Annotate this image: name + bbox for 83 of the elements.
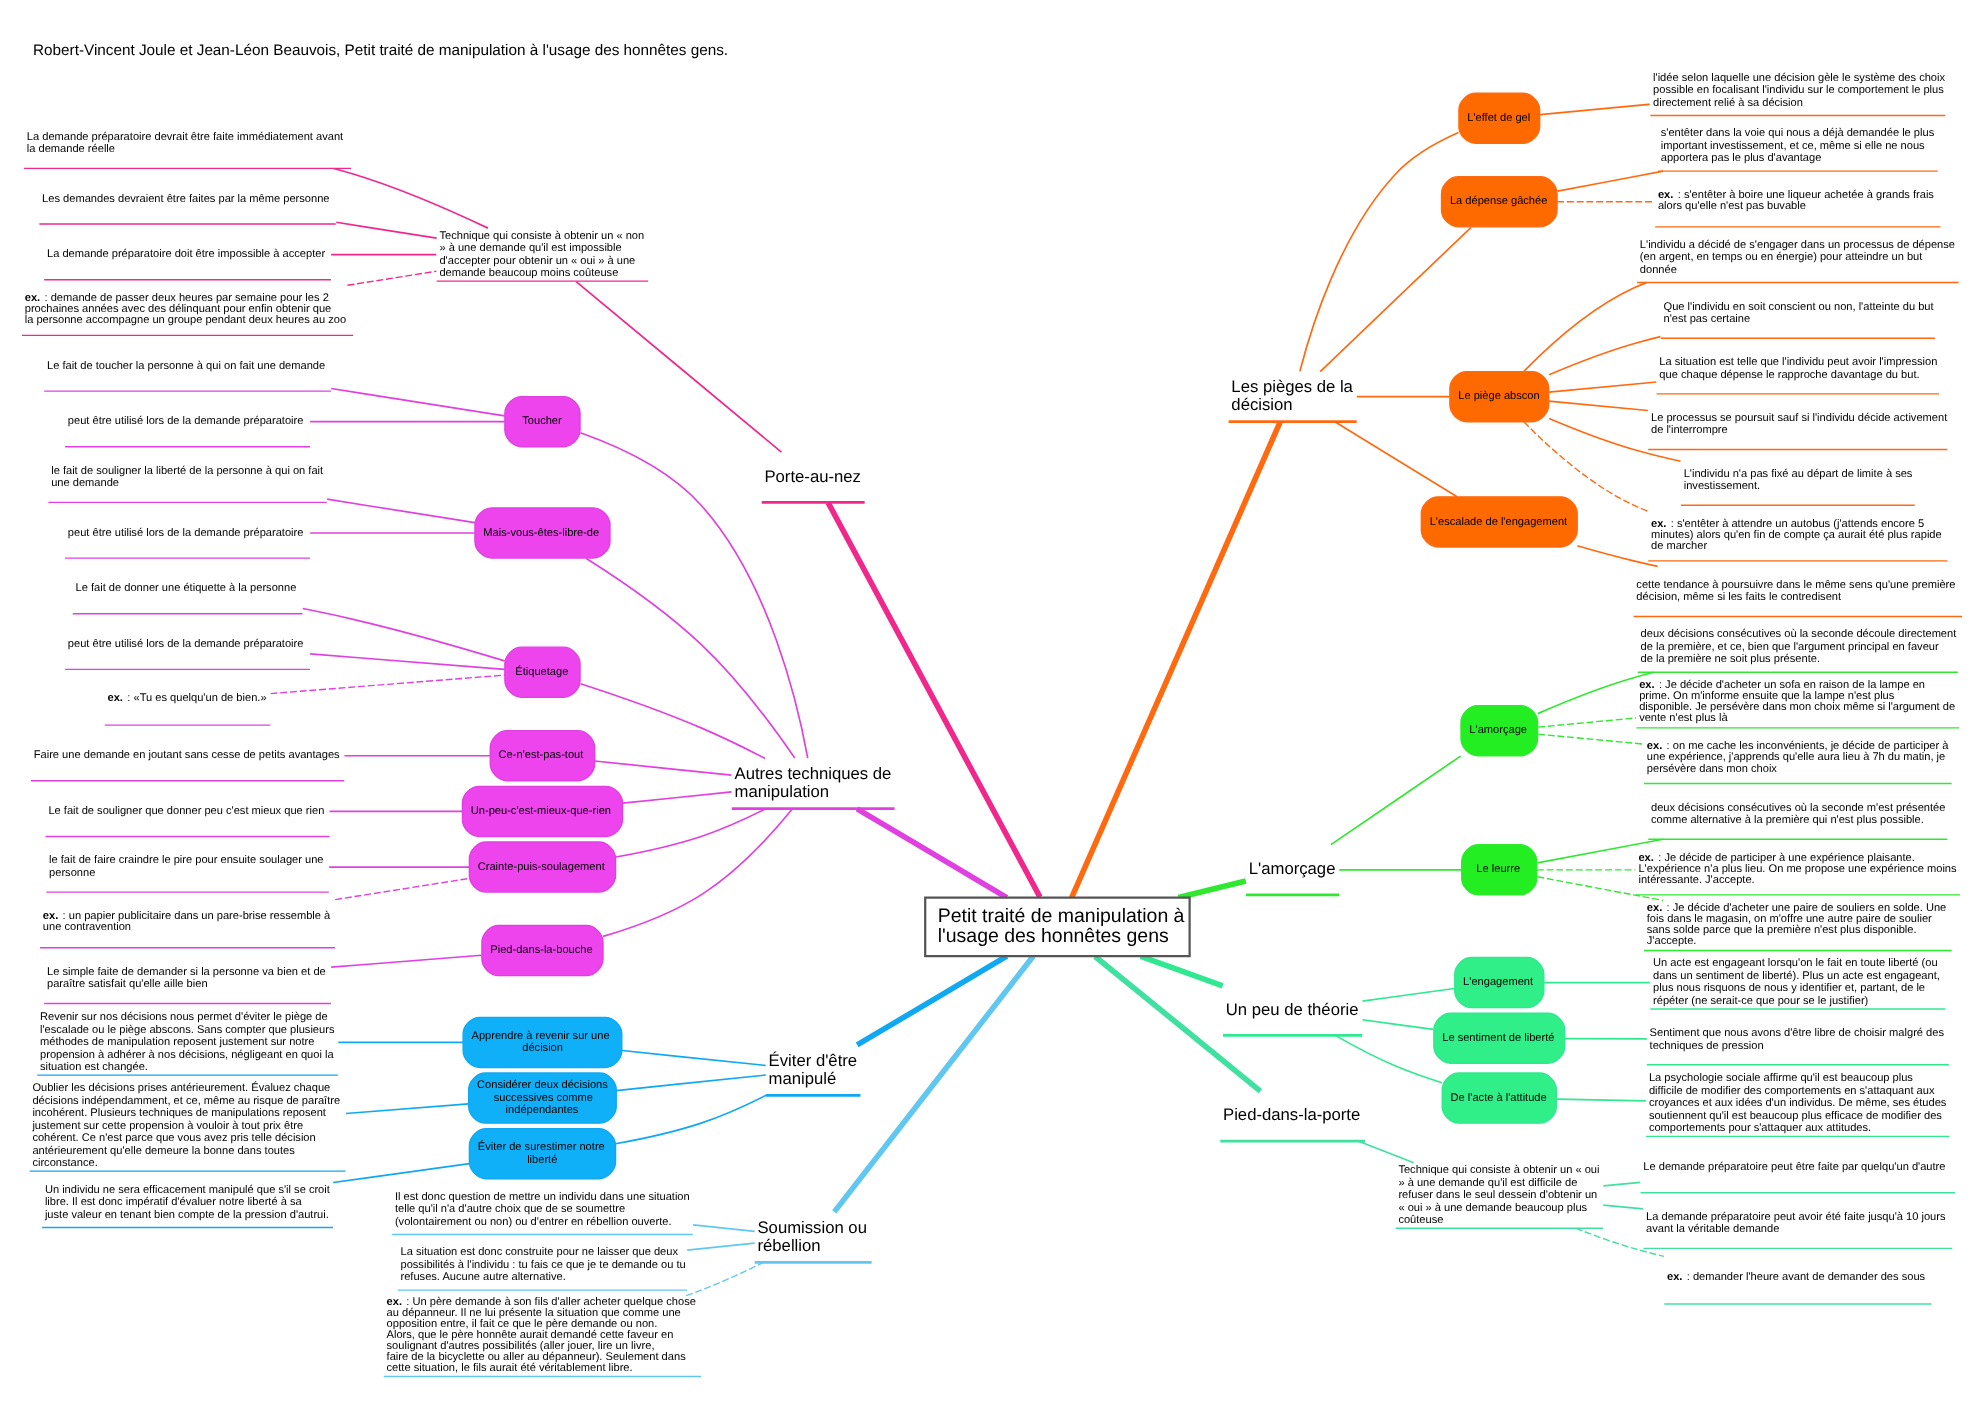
- connector: [579, 430, 809, 758]
- connector: [1536, 875, 1664, 901]
- connector: [614, 806, 767, 857]
- connector: [1564, 1036, 1648, 1039]
- connector: [1523, 420, 1649, 511]
- connector: [602, 807, 794, 937]
- connector: [328, 865, 470, 867]
- connector: [855, 952, 1009, 1047]
- connector: [269, 673, 506, 694]
- connector: [332, 1161, 471, 1183]
- connector: [686, 1241, 756, 1251]
- connector: [614, 1093, 767, 1144]
- connector: [334, 876, 470, 900]
- connector: [345, 1102, 470, 1114]
- connector: [1548, 399, 1649, 411]
- connector: [1556, 169, 1664, 191]
- connector: [309, 652, 506, 670]
- connector: [685, 1260, 765, 1296]
- connector: [309, 419, 506, 422]
- connector: [1602, 1203, 1644, 1209]
- connector: [330, 386, 506, 416]
- connector: [1361, 1017, 1435, 1030]
- connector: [575, 279, 783, 452]
- connector: [832, 953, 1036, 1213]
- connector: [692, 1223, 756, 1232]
- connector: [1575, 1226, 1665, 1256]
- connector: [1555, 1097, 1647, 1101]
- connector: [1357, 1139, 1415, 1163]
- connector: [328, 809, 464, 812]
- node-text: Soumission ou rébellion: [757, 1215, 867, 1254]
- connector: [1177, 877, 1247, 900]
- connector: [1319, 225, 1472, 372]
- node-text: L'amorçage: [1248, 857, 1336, 878]
- node-text: Éviter d'être manipulé: [768, 1048, 858, 1087]
- node-text: Porte-au-nez: [764, 464, 861, 485]
- connector: [621, 790, 733, 803]
- connector: [621, 1048, 767, 1066]
- node-text: Les pièges de la décision: [1231, 374, 1353, 413]
- connector: [585, 556, 796, 758]
- connector: [1576, 543, 1659, 567]
- diagram-title: Robert-Vincent Joule et Jean-Léon Beauvois, Petit traité de manipulation à l'usage des honnêtes gens.: [33, 40, 729, 59]
- connector: [1548, 380, 1658, 392]
- connector: [1356, 394, 1451, 397]
- connector: [1548, 334, 1662, 375]
- connector: [1334, 420, 1458, 497]
- connector: [1299, 130, 1460, 372]
- connector: [330, 252, 438, 255]
- connector: [1543, 980, 1651, 983]
- connector: [825, 500, 1043, 898]
- connector: [1139, 952, 1224, 988]
- connector: [1536, 868, 1637, 870]
- connector: [1537, 716, 1637, 727]
- connector: [301, 606, 506, 661]
- connector: [1361, 986, 1456, 1001]
- connector: [1539, 102, 1651, 115]
- node-text: Autres techniques de manipulation: [734, 761, 892, 800]
- connector: [1334, 1033, 1443, 1083]
- connector: [309, 531, 476, 533]
- connector: [1556, 200, 1656, 202]
- node-text: Un peu de théorie: [1225, 997, 1359, 1018]
- connector: [1537, 732, 1645, 744]
- connector: [335, 220, 438, 238]
- connector: [337, 1040, 464, 1043]
- connector: [1093, 953, 1263, 1093]
- connector: [1330, 754, 1462, 845]
- connector: [1338, 868, 1463, 870]
- connector: [855, 805, 1009, 900]
- connector: [1537, 670, 1655, 714]
- connector: [332, 166, 489, 228]
- connector: [346, 269, 438, 285]
- connector: [594, 759, 733, 776]
- connector: [615, 1073, 767, 1091]
- node-text: Pied-dans-la-porte: [1223, 1103, 1361, 1124]
- connector: [1602, 1180, 1642, 1186]
- connector: [579, 681, 766, 759]
- connector: [1523, 280, 1648, 372]
- connector: [330, 953, 483, 967]
- node-box: Petit traité de manipulation à l'usage des honnêtes gens: [924, 895, 1191, 957]
- connector: [343, 753, 491, 756]
- connector: [1536, 837, 1664, 863]
- connector: [1069, 419, 1283, 898]
- connector: [326, 497, 476, 523]
- connector: [1548, 416, 1682, 462]
